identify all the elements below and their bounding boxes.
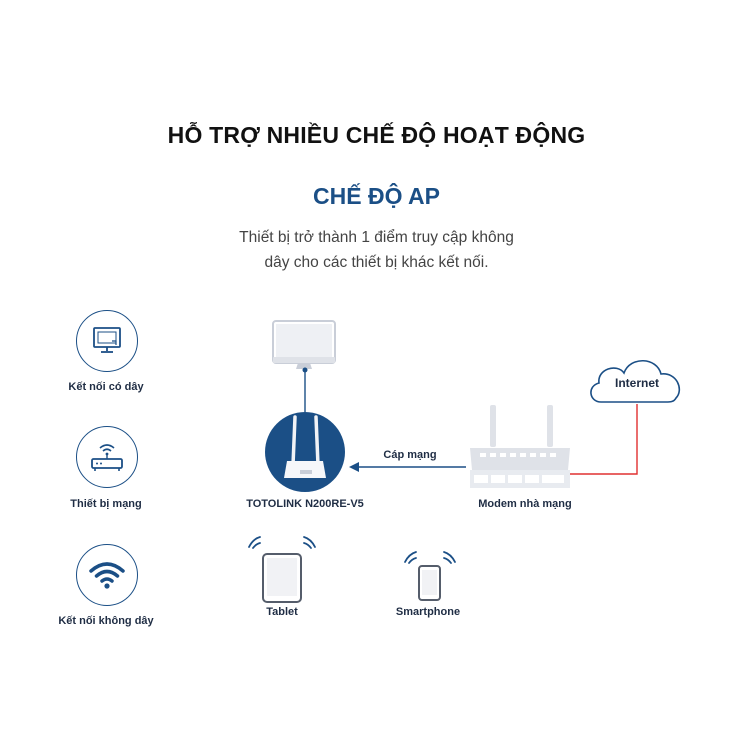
- internet-link-line: [570, 404, 637, 474]
- tablet-icon: [263, 554, 301, 602]
- smartphone-wifi-left-icon: [405, 552, 416, 563]
- tablet-label: Tablet: [242, 606, 322, 618]
- computer-monitor-icon: [273, 321, 335, 369]
- tablet-wifi-right-icon: [304, 537, 315, 548]
- smartphone-wifi-right-icon: [444, 552, 455, 563]
- tablet-wifi-left-icon: [249, 537, 260, 548]
- smartphone-label: Smartphone: [380, 606, 476, 618]
- totolink-router-icon: [265, 412, 345, 492]
- modem-label: Modem nhà mạng: [452, 498, 598, 510]
- cable-label: Cáp mạng: [360, 449, 460, 461]
- internet-label: Internet: [606, 376, 668, 390]
- smartphone-icon: [419, 566, 440, 600]
- modem-icon: [470, 405, 570, 488]
- router-label: TOTOLINK N200RE-V5: [225, 498, 385, 510]
